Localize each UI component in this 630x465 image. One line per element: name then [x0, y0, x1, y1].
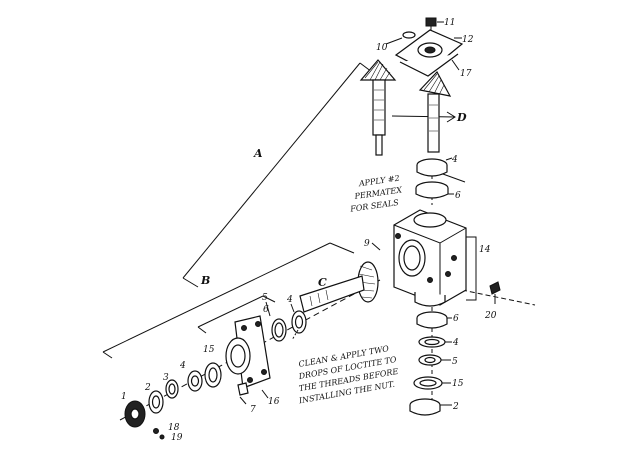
- label-18: 18: [168, 423, 180, 433]
- bracket-a-line: [182, 62, 361, 279]
- input-bearings: [271, 310, 307, 342]
- label-12: 12: [462, 35, 474, 45]
- shaft-right: [427, 93, 440, 153]
- output-stack: [124, 362, 222, 440]
- part-19-pin: [159, 434, 165, 440]
- label-4-upper: 4: [451, 155, 458, 165]
- bracket-5-line: [197, 295, 264, 328]
- label-6-left: 6: [263, 305, 269, 315]
- note-permatex: APPLY #2 PERMATEX FOR SEALS: [349, 174, 403, 214]
- label-3: 3: [163, 373, 169, 383]
- input-shaft-assembly: [299, 261, 379, 313]
- label-1: 1: [121, 392, 127, 402]
- label-b: B: [200, 274, 210, 287]
- label-a: A: [253, 147, 263, 160]
- shaft-left: [372, 79, 386, 136]
- top-cover-assembly: [394, 17, 464, 77]
- label-4-lower: 4: [452, 338, 459, 348]
- part-7-bolt: [237, 382, 249, 396]
- bevel-gear-shafts: [359, 59, 452, 156]
- label-9: 9: [364, 239, 370, 249]
- label-11: 11: [444, 18, 455, 28]
- lower-bearings: [409, 311, 448, 416]
- label-d: D: [456, 111, 467, 124]
- label-15-right: 15: [452, 379, 464, 389]
- shaft-c: [299, 275, 365, 313]
- assembly-brackets: [102, 62, 536, 421]
- housing-body: [393, 209, 467, 306]
- label-4-left: 4: [286, 295, 293, 305]
- part-17-gasket: [399, 53, 459, 77]
- label-17: 17: [460, 69, 472, 79]
- flange-housing: [225, 315, 271, 396]
- label-2-right: 2: [452, 402, 459, 412]
- note-loctite: CLEAN & APPLY TWO DROPS OF LOCTITE TO TH…: [297, 344, 399, 406]
- label-20: 20: [484, 311, 497, 321]
- part-10-bolt: [402, 31, 416, 39]
- bracket-b-line: [102, 242, 331, 353]
- gearbox-housing: [393, 209, 467, 307]
- label-14: 14: [479, 245, 491, 255]
- label-4-lower-left: 4: [179, 361, 186, 371]
- label-5-right: 5: [452, 357, 458, 367]
- label-10: 10: [376, 43, 388, 53]
- label-15-left: 15: [203, 345, 215, 355]
- label-6-lower: 6: [453, 314, 459, 324]
- label-leaders: [239, 21, 462, 406]
- label-5: 5: [262, 293, 268, 303]
- upper-bearings: [415, 158, 449, 199]
- label-7: 7: [250, 405, 256, 415]
- label-19: 19: [171, 433, 183, 443]
- label-16: 16: [268, 397, 280, 407]
- bracket-14-line: [466, 236, 477, 301]
- label-c: C: [318, 276, 327, 289]
- part-18-pin: [153, 428, 159, 434]
- label-6-upper: 6: [455, 191, 461, 201]
- part-20-vent: [489, 281, 501, 304]
- part-11-plug: [425, 17, 437, 27]
- label-2: 2: [144, 383, 151, 393]
- bevel-gear-right: [418, 70, 452, 97]
